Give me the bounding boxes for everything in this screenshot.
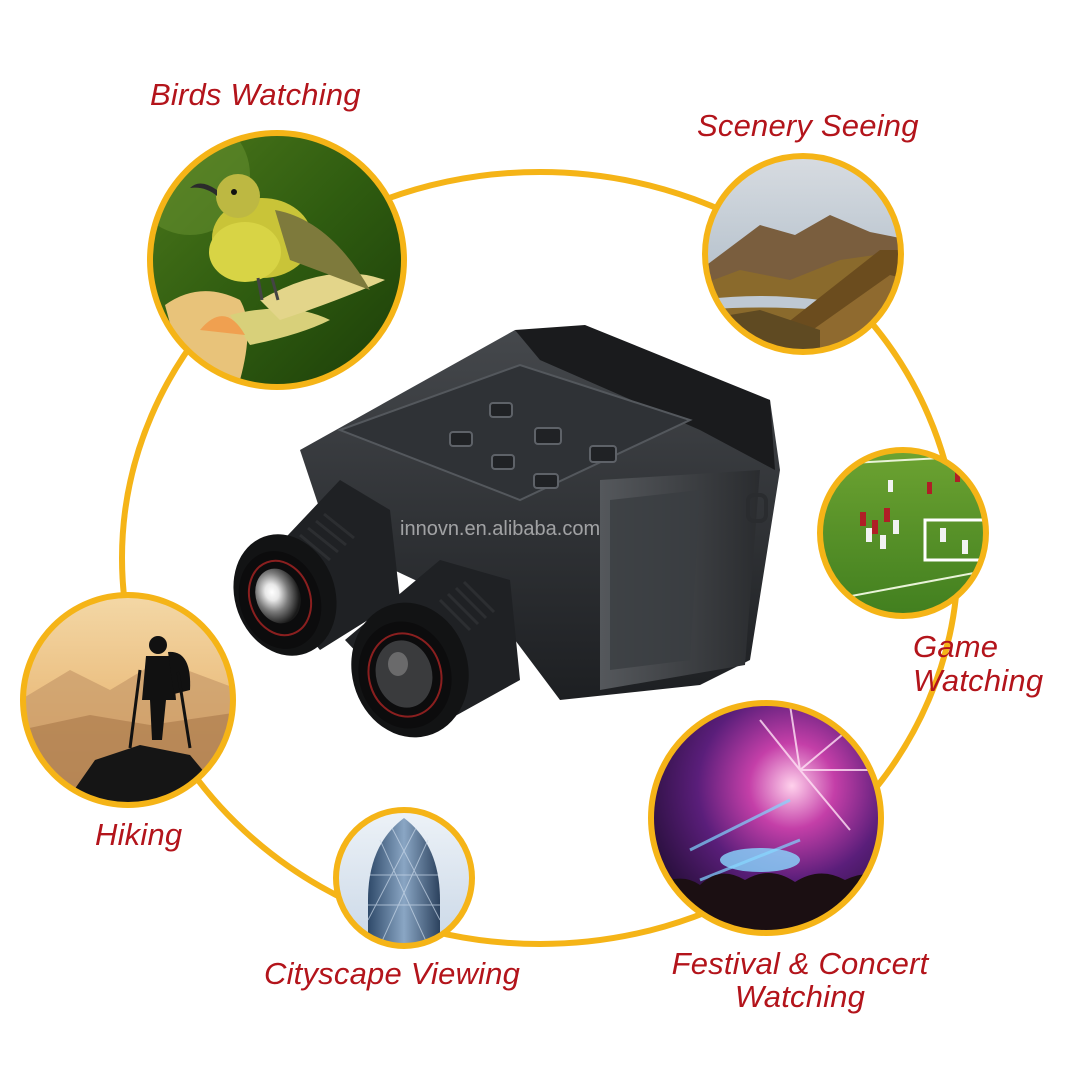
label-hiking: Hiking — [95, 817, 183, 852]
gherkin-tower-photo — [333, 807, 475, 949]
label-game-watching-line2: Watching — [913, 663, 1044, 698]
soccer-match-photo — [817, 447, 989, 619]
label-festival-line2: Watching — [734, 979, 866, 1014]
hiker-silhouette-photo — [20, 592, 236, 808]
concert-fireworks-photo — [648, 700, 884, 936]
night-vision-binoculars — [233, 325, 780, 738]
label-festival-line1: Festival & Concert — [671, 946, 929, 981]
watermark: innovn.en.alibaba.com — [400, 518, 601, 540]
label-game-watching-line1: Game — [913, 629, 999, 664]
bird-photo — [147, 130, 407, 390]
label-birds-watching: Birds Watching — [150, 77, 361, 112]
mountain-landscape-photo — [702, 153, 904, 355]
label-scenery-seeing: Scenery Seeing — [697, 108, 919, 143]
label-cityscape-viewing: Cityscape Viewing — [264, 956, 521, 991]
